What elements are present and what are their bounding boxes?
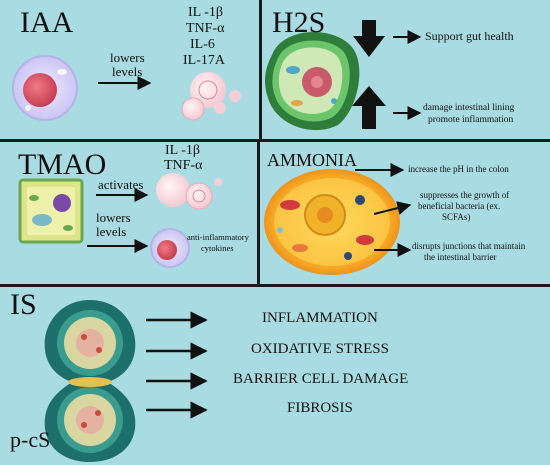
h2s-low-effect: Support gut health [425,29,514,43]
tmao-cytokine-1: IL -1β [165,143,200,158]
iaa-cytokine-4: IL-17A [183,53,225,68]
h2s-up-arrow-icon [352,86,386,129]
divider-horizontal-1 [0,139,550,142]
is-effect-2: OXIDATIVE STRESS [251,341,389,357]
h2s-title: H2S [272,6,326,39]
tmao-anti-inflammatory-line-2: cytokines [201,243,234,253]
h2s-intestinal-cell [265,32,360,131]
tmao-activates-label: activates [98,177,144,192]
is-dividing-cell [44,300,136,462]
iaa-immune-cell [12,55,78,121]
tmao-lowers-line-1: lowers [96,210,131,225]
tmao-title: TMAO [18,148,107,181]
h2s-high-effect-line-1: damage intestinal lining [423,103,515,113]
is-title: IS [10,288,37,321]
divider-horizontal-2 [0,284,550,287]
ammonia-effect-1: increase the pH in the colon [408,164,509,174]
tmao-anti-inflammatory-cell [150,228,190,268]
ammonia-arrow-2 [373,201,412,215]
is-effect-3: BARRIER CELL DAMAGE [233,371,409,387]
tmao-cytokine-bubbles [156,173,222,210]
iaa-action-line-2: levels [112,64,143,79]
ammonia-effect-2-line-3: SCFAs) [442,212,471,222]
divider-top-vertical [259,0,262,140]
ammonia-cell [264,169,400,275]
tmao-anti-inflammatory-line-1: anti-inflammatory [187,232,249,242]
ammonia-title: AMMONIA [267,150,357,170]
h2s-down-arrow-icon [353,20,385,57]
tmao-cytokine-2: TNF-α [164,158,203,173]
ammonia-effect-2-line-1: suppresses the growth of [420,190,510,200]
is-effect-4: FIBROSIS [287,400,353,416]
tmao-plant-cell [18,178,84,244]
is-subtitle: p-cS [10,427,51,452]
iaa-cytokine-2: TNF-α [186,21,225,36]
ammonia-effect-3-line-1: disrupts junctions that maintain [412,241,526,251]
is-effect-1: INFLAMMATION [262,310,378,326]
ammonia-effect-2-line-2: beneficial bacteria (ex. [418,201,501,211]
iaa-cytokine-1: IL -1β [188,5,223,20]
h2s-high-effect-line-2: promote inflammation [428,115,514,125]
iaa-cytokine-bubbles [181,72,241,121]
iaa-cytokine-3: IL-6 [190,37,215,52]
iaa-action-line-1: lowers [110,50,145,65]
ammonia-effect-3-line-2: the intestinal barrier [424,252,497,262]
divider-middle-vertical [257,140,260,285]
iaa-title: IAA [20,6,74,39]
tmao-lowers-line-2: levels [96,224,127,239]
